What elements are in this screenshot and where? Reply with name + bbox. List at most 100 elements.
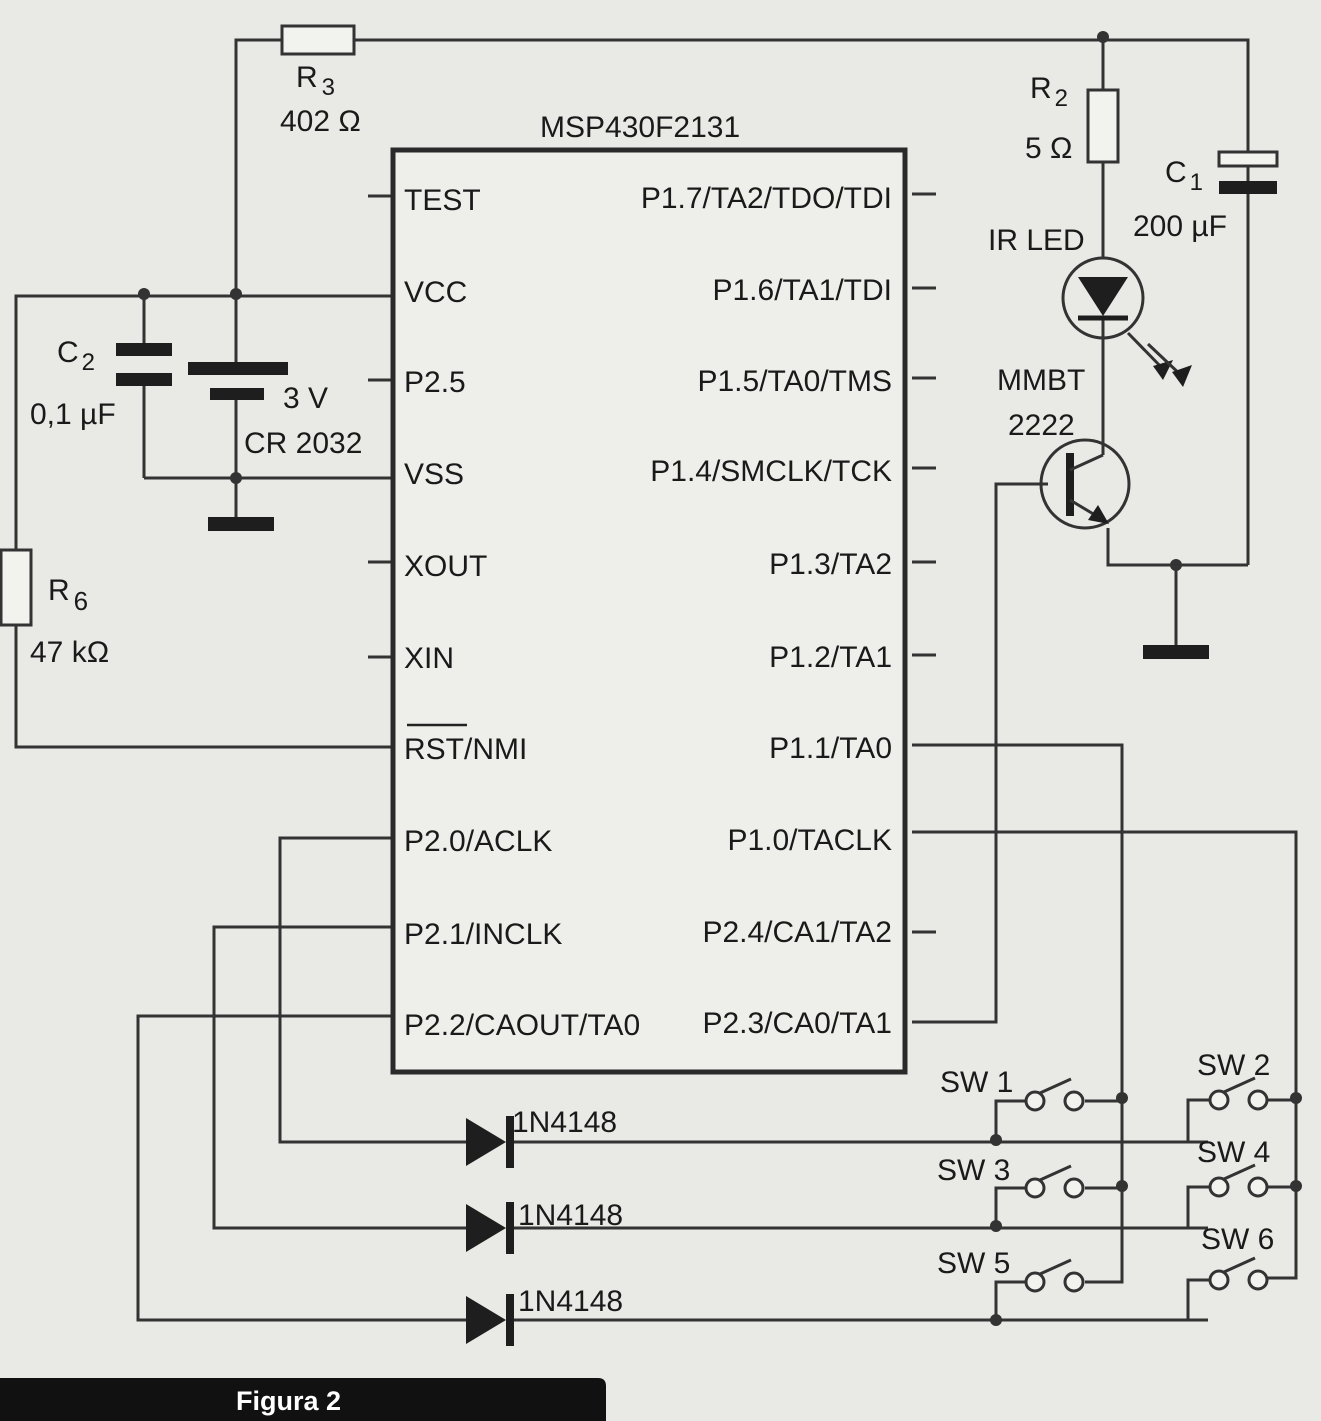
switch-contact [1208,1269,1230,1291]
pin-label-left: P2.0/ACLK [404,825,552,858]
c1-name: C [1165,156,1187,189]
switch-label: SW 3 [937,1154,1010,1187]
c2-subscript: 2 [82,349,95,376]
r6-name: R [48,574,70,607]
switch-label: SW 4 [1197,1136,1270,1169]
pin-label-right: P1.4/SMCLK/TCK [650,455,892,488]
emission-arrow-icon [1172,365,1192,387]
r2-name: R [1030,72,1052,105]
switch-contact [1247,1089,1269,1111]
switch-2: SW 2 [1197,1049,1270,1111]
diode-2: 1N4148 [466,1199,623,1254]
junction-dots [138,31,1302,1326]
pin-label-right: P1.5/TA0/TMS [697,365,892,398]
switch-matrix: SW 1 SW 2 SW 3 SW 4 SW 5 SW 6 [937,1049,1274,1293]
svg-text:C1: C1 [1165,156,1203,196]
c2-value: 0,1 µF [30,398,116,431]
pin-label-right: P2.4/CA1/TA2 [702,916,892,949]
switch-contact [1024,1271,1046,1293]
battery-voltage: 3 V [283,382,328,415]
pin-label-left: XIN [404,642,454,675]
pin-label-left: RST/NMI [404,733,527,766]
transistor-label-line2: 2222 [1008,409,1075,442]
switch-6: SW 6 [1201,1223,1274,1291]
switch-lever [1039,1077,1072,1095]
pin-label-left: P2.2/CAOUT/TA0 [404,1009,640,1042]
ground-symbol-right [1143,645,1209,659]
led-label: IR LED [988,224,1085,257]
switch-1: SW 1 [940,1066,1085,1112]
pin-label-right: P1.0/TACLK [727,824,892,857]
pin-label-right: P1.6/TA1/TDI [712,274,892,307]
pin-label-left: VSS [404,458,464,491]
switch-label: SW 5 [937,1247,1010,1280]
pin-label-right: P1.2/TA1 [769,641,892,674]
caption-text: Figura 2 [236,1386,341,1416]
switch-contact [1208,1176,1230,1198]
switch-contact [1024,1090,1046,1112]
diode-3-label: 1N4148 [518,1285,623,1318]
mcu-name: MSP430F2131 [540,111,740,144]
c1-subscript: 1 [1190,169,1203,196]
r6-value: 47 kΩ [30,636,109,669]
switch-label: SW 1 [940,1066,1013,1099]
switch-lever [1223,1256,1256,1274]
npn-transistor: MMBT 2222 [997,364,1131,530]
figure-caption: Figura 2 [0,1378,606,1421]
switch-label: SW 6 [1201,1223,1274,1256]
switch-5: SW 5 [937,1247,1085,1293]
pin-label-left: TEST [404,184,481,217]
switch-3: SW 3 [937,1154,1085,1199]
battery-cr2032: 3 V CR 2032 [188,362,362,460]
switch-label: SW 2 [1197,1049,1270,1082]
switch-lever [1039,1164,1072,1182]
switch-contact [1247,1269,1269,1291]
mcu-chip: MSP430F2131 [390,111,908,1075]
wires [14,38,1298,1322]
switch-contact [1063,1177,1085,1199]
r2-subscript: 2 [1055,85,1068,112]
diode-3: 1N4148 [466,1285,623,1346]
ir-led: IR LED [988,224,1192,387]
switch-lever [1223,1163,1256,1181]
battery-type: CR 2032 [244,427,362,460]
pin-label-right: P1.7/TA2/TDO/TDI [641,182,892,215]
mcu-right-pin-labels: P1.7/TA2/TDO/TDI P1.6/TA1/TDI P1.5/TA0/TMS… [641,182,892,1040]
ground-symbol-left [208,517,274,531]
r6-subscript: 6 [74,586,88,616]
switch-lever [1039,1258,1072,1276]
pin-label-left: P2.5 [404,366,466,399]
pin-label-right: P1.1/TA0 [769,732,892,765]
pin-label-left: XOUT [404,550,487,583]
r3-value: 402 Ω [280,105,361,138]
r2-value: 5 Ω [1025,132,1072,165]
diode-2-label: 1N4148 [518,1199,623,1232]
pin-label-left: VCC [404,276,467,309]
pin-label-right: P2.3/CA0/TA1 [702,1007,892,1040]
switch-contact [1063,1271,1085,1293]
c1-value: 200 µF [1133,210,1227,243]
svg-text:R3: R3 [296,61,335,101]
c2-name: C [57,336,79,369]
switch-4: SW 4 [1197,1136,1270,1198]
svg-text:C2: C2 [57,336,95,376]
switch-contact [1208,1089,1230,1111]
svg-text:R6: R6 [48,574,88,616]
r3-subscript: 3 [322,74,335,101]
diode-1-label: 1N4148 [512,1106,617,1139]
svg-text:R2: R2 [1030,72,1068,112]
switch-contact [1063,1090,1085,1112]
diode-1: 1N4148 [466,1106,617,1168]
pin-label-right: P1.3/TA2 [769,548,892,581]
switch-contact [1247,1176,1269,1198]
switch-contact [1024,1177,1046,1199]
pin-label-left: P2.1/INCLK [404,918,562,951]
r3-name: R [296,61,318,94]
